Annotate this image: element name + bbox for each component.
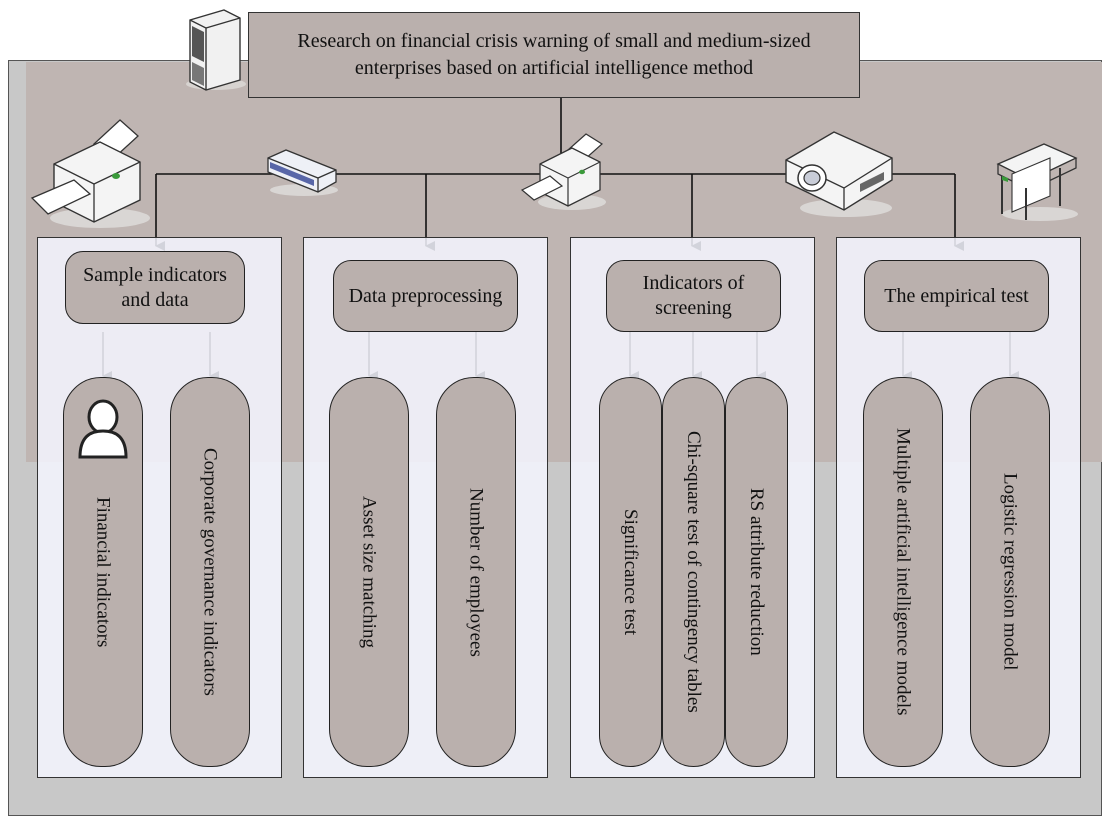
title-box: Research on financial crisis warning of … bbox=[248, 12, 860, 98]
item-multiple-ai-models: Multiple artificial intelligence models bbox=[863, 377, 943, 767]
person-icon bbox=[78, 399, 128, 459]
plotter-icon bbox=[996, 143, 1078, 221]
title-text: Research on financial crisis warning of … bbox=[297, 30, 811, 79]
header-sample-indicators: Sample indicators and data bbox=[65, 251, 245, 324]
server-icon bbox=[186, 9, 246, 91]
item-number-of-employees: Number of employees bbox=[436, 377, 516, 767]
item-significance-test: Significance test bbox=[599, 377, 662, 767]
item-asset-size-matching: Asset size matching bbox=[329, 377, 409, 767]
header-data-preprocessing: Data preprocessing bbox=[333, 260, 518, 332]
header-indicators-screening: Indicators of screening bbox=[606, 260, 781, 332]
item-logistic-regression: Logistic regression model bbox=[970, 377, 1050, 767]
item-corporate-governance: Corporate governance indicators bbox=[170, 377, 250, 767]
fax-printer-icon bbox=[520, 133, 606, 210]
projector-icon bbox=[785, 131, 893, 217]
header-empirical-test: The empirical test bbox=[864, 260, 1049, 332]
printer-icon bbox=[30, 119, 150, 228]
item-chi-square-test: Chi-square test of contingency tables bbox=[662, 377, 725, 767]
item-rs-attribute-reduction: RS attribute reduction bbox=[725, 377, 788, 767]
network-device-icon bbox=[267, 149, 338, 196]
